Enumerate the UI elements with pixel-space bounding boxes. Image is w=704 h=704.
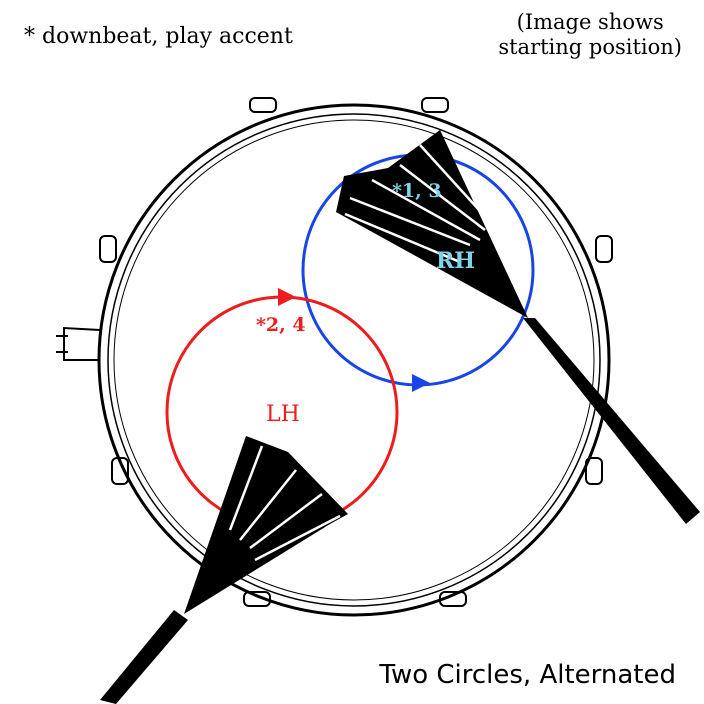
lh-arrow-top [278, 288, 296, 306]
rh-label: RH [436, 248, 476, 274]
caption-line-2: starting position) [498, 35, 682, 60]
lh-beats-label: *2, 4 [256, 314, 306, 336]
diagram-title: Two Circles, Alternated [379, 660, 676, 690]
left-brush-icon [100, 436, 348, 704]
starting-position-caption: (Image shows starting position) [498, 10, 682, 60]
rh-arrow-bottom [412, 374, 430, 392]
right-brush-icon [336, 130, 700, 524]
snare-drum-icon [56, 97, 613, 617]
lh-label: LH [266, 402, 300, 427]
legend-note: * downbeat, play accent [24, 24, 293, 49]
caption-line-1: (Image shows [516, 10, 664, 34]
rh-beats-label: *1, 3 [392, 180, 442, 202]
